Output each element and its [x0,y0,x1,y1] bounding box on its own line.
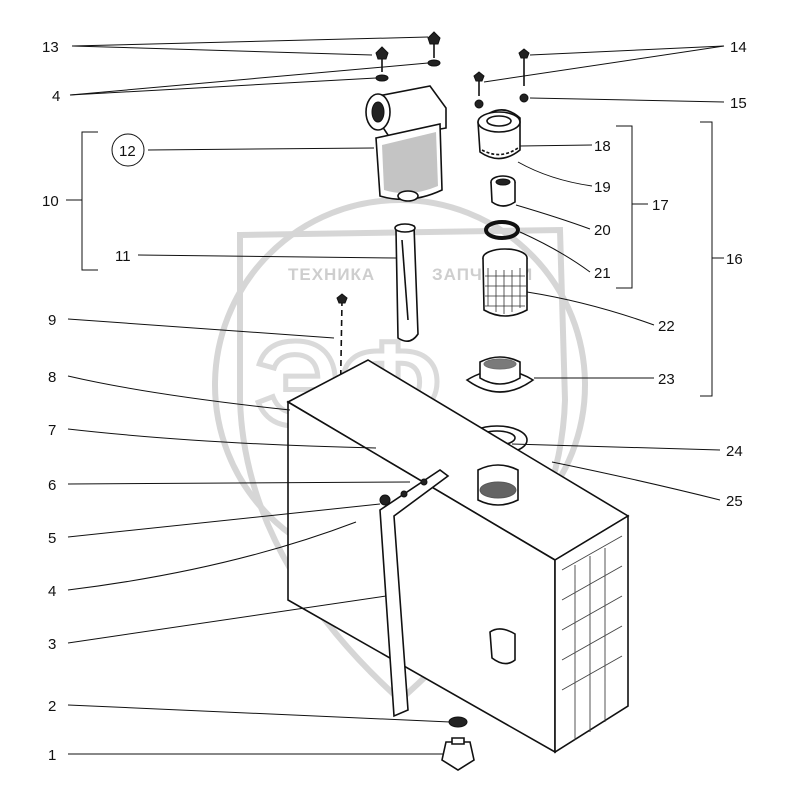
callout-1: 1 [48,747,56,764]
callout-11: 11 [115,248,131,265]
ring-21 [484,220,520,240]
callout-9: 9 [48,312,56,329]
washer-4-left [375,74,389,82]
callout-8: 8 [48,369,56,386]
filler-cap-18 [477,109,521,160]
callout-22: 22 [658,318,675,335]
pipe-11 [394,223,419,342]
callout-4-top: 4 [52,88,60,105]
watermark-line1: ТЕХНИКА [288,265,375,284]
callout-10: 10 [42,193,59,210]
callout-20: 20 [594,222,611,239]
callout-18: 18 [594,138,611,155]
callout-19: 19 [594,179,611,196]
callout-5: 5 [48,530,56,547]
tank-side [554,514,629,754]
callout-7: 7 [48,422,56,439]
filter-housing-12 [365,85,447,202]
strainer-20 [490,175,516,207]
drain-plug-1 [441,741,475,771]
filler-neck-23 [465,356,535,393]
screw-14-right [518,48,530,59]
callout-17: 17 [652,197,669,214]
screw-14-left [473,71,485,82]
drain-plug-assembly [441,716,475,771]
filter-mount-bolts [375,31,441,82]
callout-15: 15 [730,95,747,112]
callout-25: 25 [726,493,743,510]
hydraulic-tank [286,359,630,754]
mounting-strap-3 [379,469,450,718]
callout-13: 13 [42,39,59,56]
filler-screws [473,48,530,109]
callout-24: 24 [726,443,743,460]
callout-6: 6 [48,477,56,494]
callout-4-bottom: 4 [48,583,56,600]
callout-numbers: 13 4 12 10 11 9 8 7 6 5 4 3 2 1 14 15 18… [42,39,747,764]
callout-21: 21 [594,265,611,282]
callout-23: 23 [658,371,675,388]
callout-14: 14 [730,39,747,56]
leader-lines [66,36,725,755]
bolt-5 [379,494,391,506]
washer-4-right [427,59,441,67]
tank-window [489,628,516,665]
callout-16: 16 [726,251,743,268]
callout-12: 12 [119,143,136,160]
washer-15 [519,93,529,103]
bolt-13-left [375,46,389,60]
callout-12-circle [111,133,145,167]
strainer-22 [482,248,528,317]
callout-2: 2 [48,698,56,715]
callout-3: 3 [48,636,56,653]
bolt-13-right [427,31,441,45]
washer-2 [448,716,468,728]
